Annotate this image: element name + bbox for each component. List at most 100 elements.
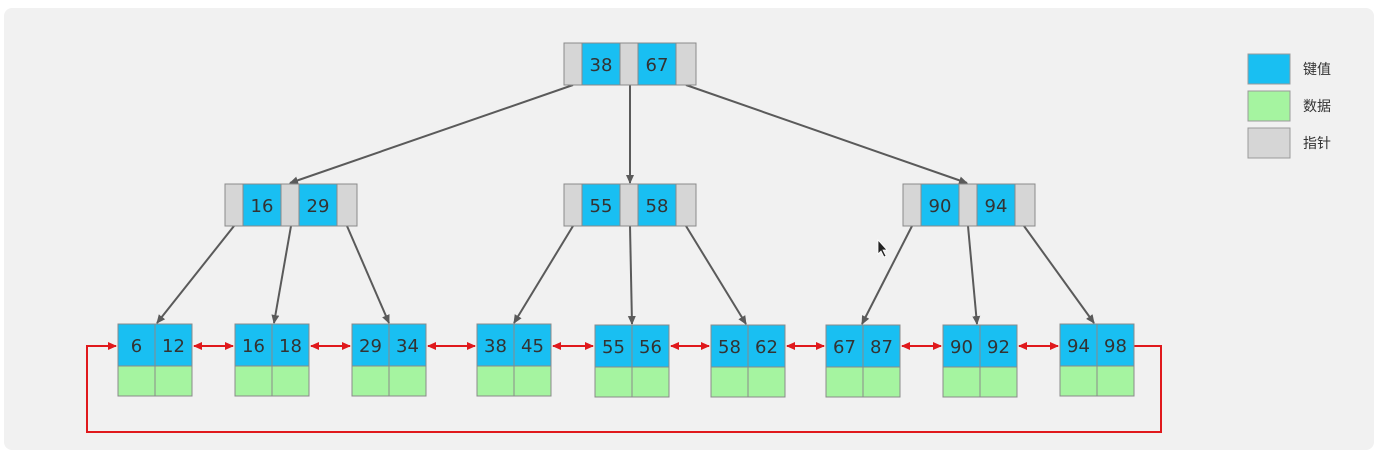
key-cell [513,323,552,367]
key-label: 58 [718,337,741,358]
key-label: 29 [307,196,330,217]
tree-edge-arrow [513,225,574,324]
key-label: 16 [242,336,265,357]
legend-label: 键值 [1303,62,1331,78]
key-cell [979,324,1018,368]
tree-edge-arrow [685,225,747,325]
key-cell [825,324,864,368]
pointer-cell [563,183,583,227]
pointer-cell [675,183,697,227]
key-label: 67 [833,337,856,358]
key-label: 45 [521,336,544,357]
key-cell [747,324,786,368]
data-cell [271,365,310,397]
data-cell [388,365,427,397]
data-cell [710,366,749,398]
key-cell [271,323,310,367]
data-cell [942,366,981,398]
key-label: 16 [251,196,274,217]
key-label: 38 [590,55,613,76]
data-cell [1059,365,1098,397]
data-cell [979,366,1018,398]
legend-swatch-key [1247,53,1291,85]
data-cell [825,366,864,398]
key-cell [976,183,1016,227]
key-label: 62 [755,337,778,358]
data-cell [747,366,786,398]
data-cell [234,365,273,397]
tree-edge-arrow [346,225,390,324]
key-label: 87 [870,337,893,358]
data-cell [351,365,390,397]
key-label: 55 [602,337,625,358]
leaf-node: 67 87 [825,324,901,398]
tree-edge-arrow [271,225,292,324]
legend-label: 指针 [1303,136,1331,152]
root-node: 38 67 [563,42,697,86]
key-cell [1096,323,1135,367]
leaf-node: 38 45 [476,323,552,397]
data-cell [594,366,633,398]
key-label: 34 [396,336,419,357]
key-label: 56 [639,337,662,358]
legend-label: 数据 [1303,99,1331,115]
tree-edges [156,84,1095,325]
key-label: 67 [646,55,669,76]
key-cell [298,183,338,227]
key-label: 94 [1067,336,1090,357]
key-label: 38 [484,336,507,357]
leaf-node: 90 92 [942,324,1018,398]
pointer-cell [280,183,300,227]
tree-edge-arrow [289,84,574,185]
key-cell [637,42,677,86]
pointer-cell [336,183,358,227]
key-cell [710,324,749,368]
key-cell [637,183,677,227]
leaf-links [86,342,1162,433]
data-cell [154,365,193,397]
mouse-cursor-icon [877,238,888,258]
key-label: 90 [950,337,973,358]
key-label: 92 [987,337,1010,358]
pointer-cell [902,183,922,227]
tree-edge-arrow [967,225,981,325]
tree-edge-arrow [156,225,235,324]
legend-swatch-pointer [1247,127,1291,159]
pointer-cell [1014,183,1036,227]
data-cell [117,365,156,397]
key-label: 18 [279,336,302,357]
pointer-cell [958,183,978,227]
data-cell [631,366,670,398]
key-label: 94 [985,196,1008,217]
key-label: 58 [646,196,669,217]
internal-node: 55 58 [563,183,697,227]
key-cell [154,323,193,367]
pointer-cell [619,183,639,227]
key-label: 29 [359,336,382,357]
key-cell [351,323,390,367]
tree-edge-arrow [861,225,913,325]
key-cell [581,42,621,86]
data-cell [513,365,552,397]
leaf-node: 6 12 [117,323,193,397]
key-cell [234,323,273,367]
key-cell [117,323,156,367]
tree-edge-arrow [685,84,968,185]
leaf-node: 55 56 [594,324,670,398]
key-label: 12 [162,336,185,357]
key-cell [388,323,427,367]
circular-leaf-link [86,342,1162,433]
leaf-node: 29 34 [351,323,427,397]
key-label: 55 [590,196,613,217]
key-label: 6 [131,336,142,357]
leaf-node: 58 62 [710,324,786,398]
key-cell [594,324,633,368]
key-cell [631,324,670,368]
key-cell [242,183,282,227]
pointer-cell [675,42,697,86]
